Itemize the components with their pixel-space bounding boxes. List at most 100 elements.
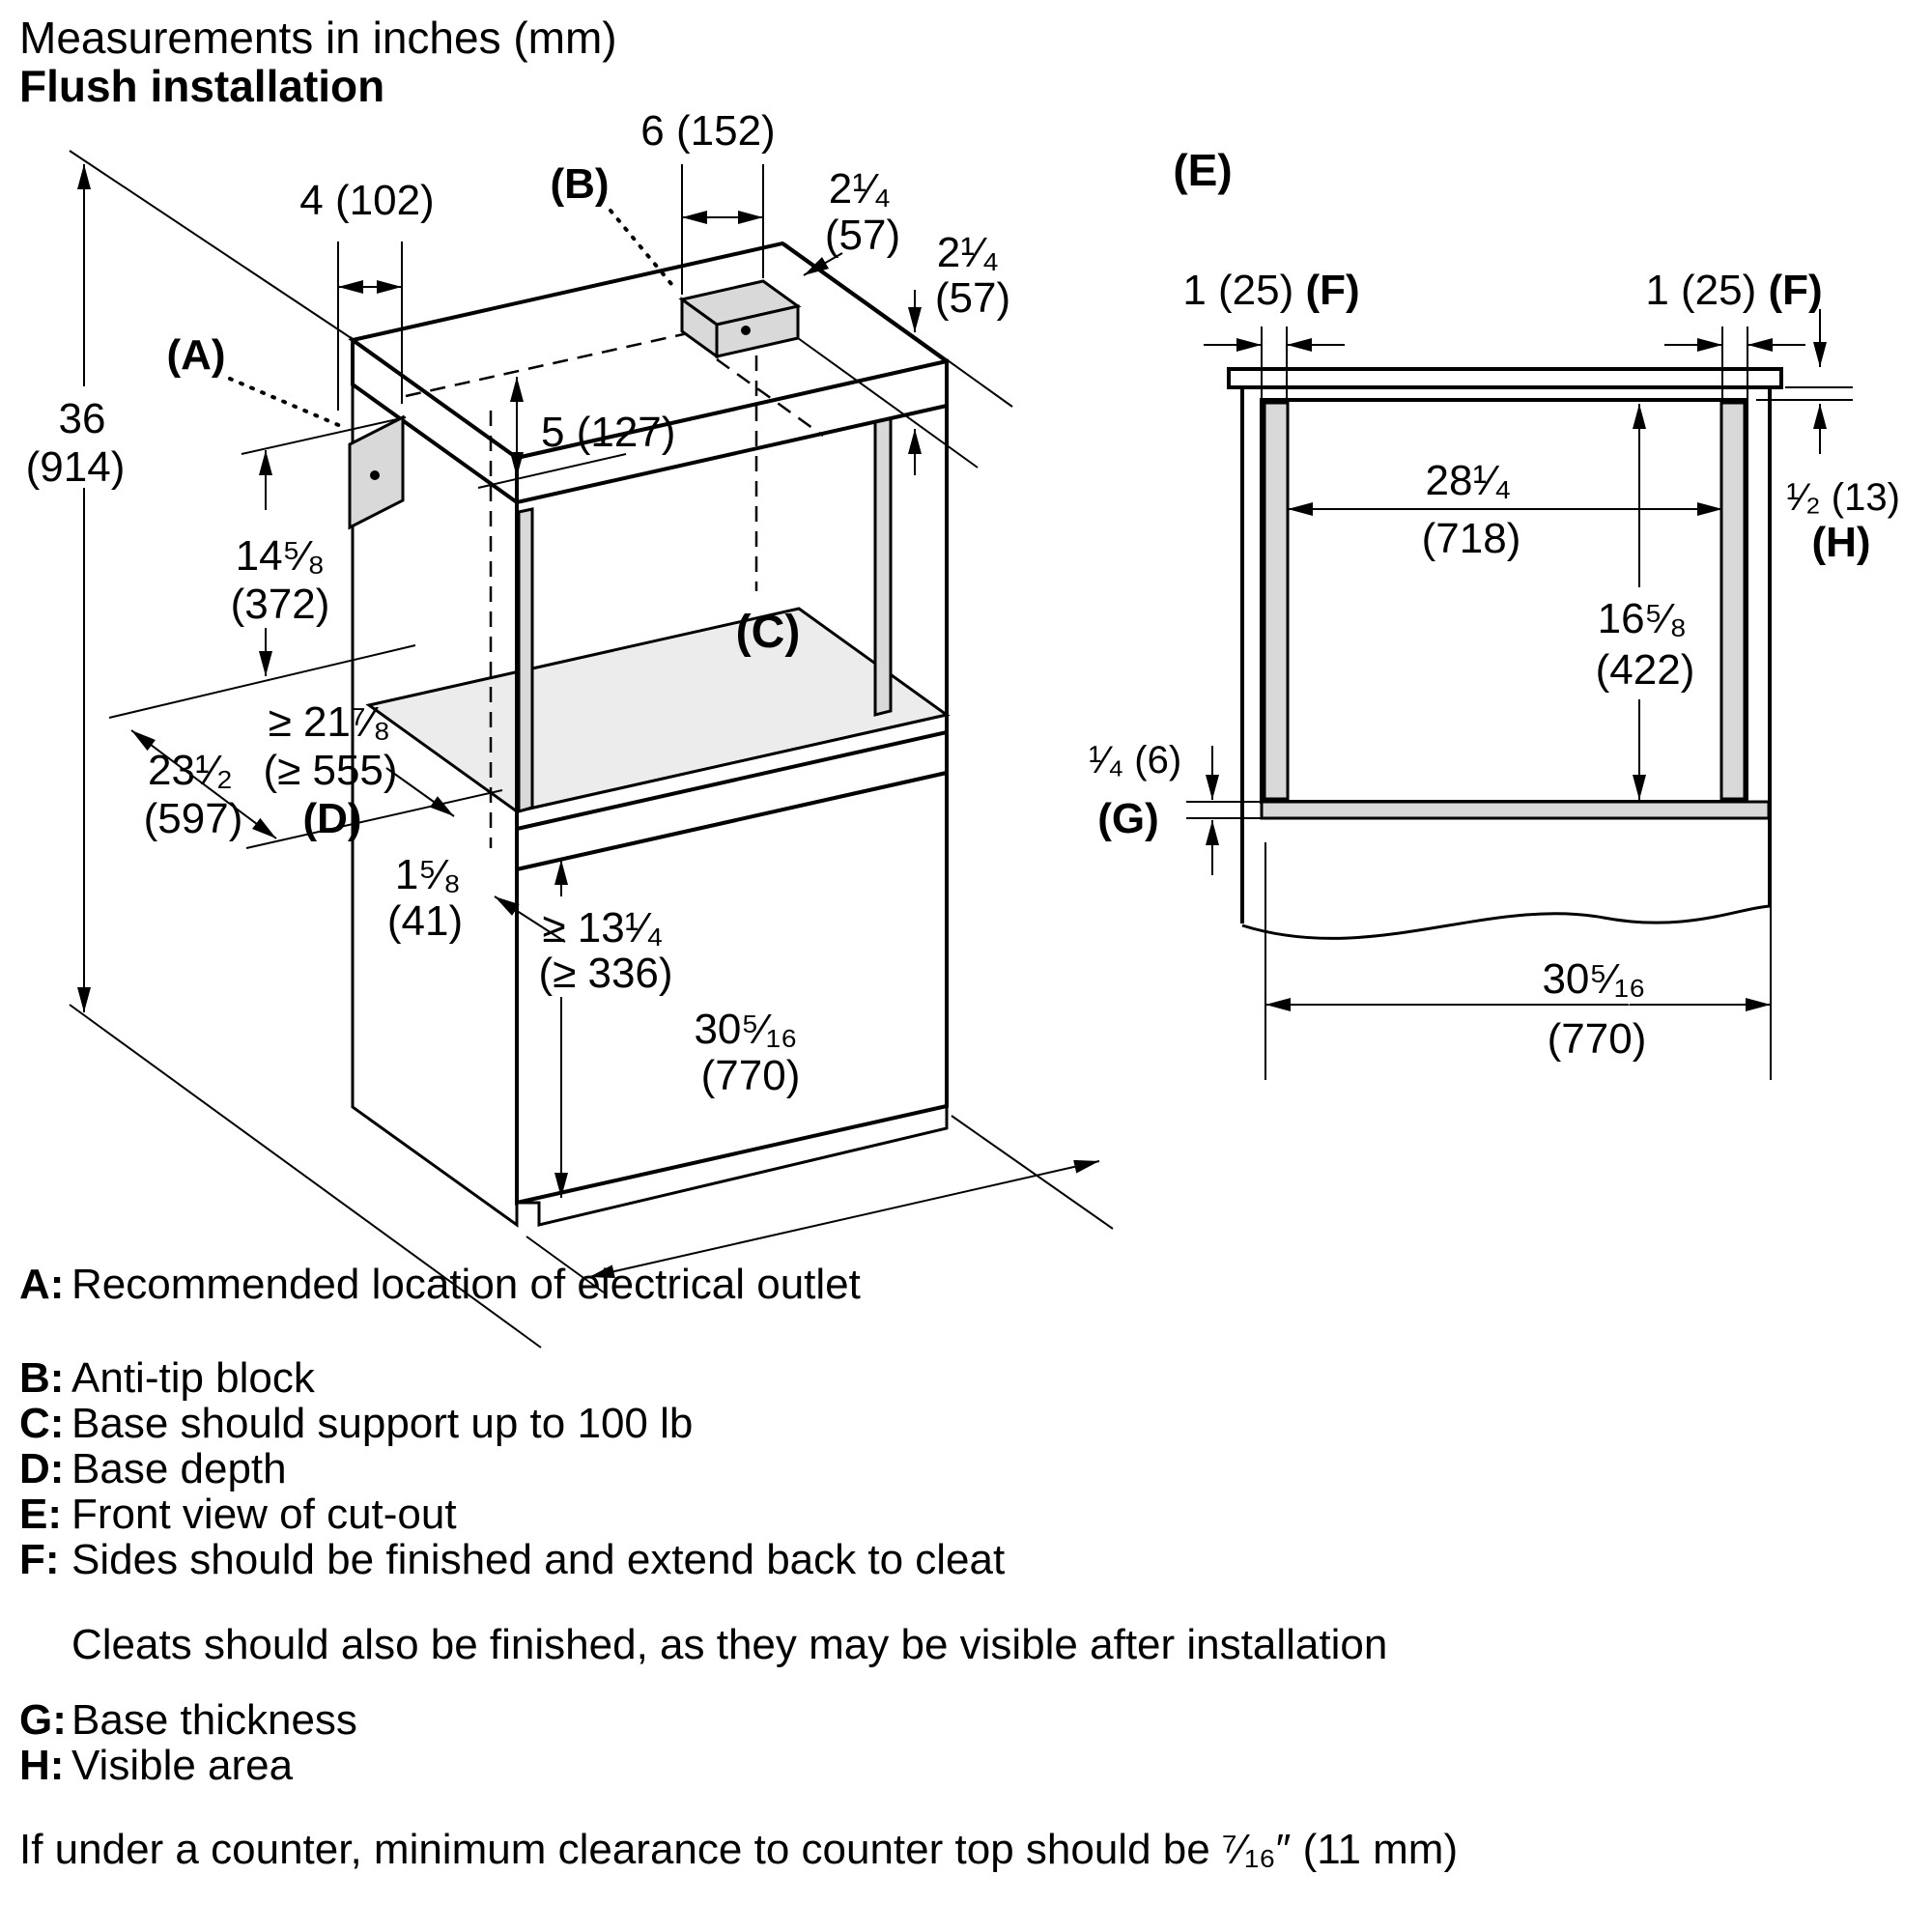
dim-336: (≥ 336) xyxy=(538,950,672,997)
dim-914: (914) xyxy=(26,443,126,491)
dim-2quarter-2: 2¹⁄₄ xyxy=(937,229,999,276)
dim-2quarter-1: 2¹⁄₄ xyxy=(829,165,891,213)
legend-key-f: F: xyxy=(19,1536,60,1583)
label-g: (G) xyxy=(1097,795,1159,842)
label-d: (D) xyxy=(302,795,361,842)
dim-36: 36 xyxy=(59,395,106,442)
label-h: (H) xyxy=(1811,519,1870,566)
legend-key-h: H: xyxy=(19,1742,65,1789)
page-title: Measurements in inches (mm) xyxy=(19,13,617,63)
counter-slab-front xyxy=(515,358,949,505)
dim-41: (41) xyxy=(387,897,463,945)
legend-row-f: F:Sides should be finished and extend ba… xyxy=(19,1536,1005,1584)
legend-key-c: C: xyxy=(19,1400,65,1447)
dim-4-102: 4 (102) xyxy=(299,177,434,224)
dim-quarter-6: ¹⁄₄ (6) xyxy=(1089,739,1181,781)
dim-14: 14⁵⁄₈ xyxy=(236,532,326,580)
legend-value-g: Base thickness xyxy=(71,1696,357,1744)
ext-line-back xyxy=(108,644,416,719)
dim-597: (597) xyxy=(144,795,243,842)
dim-372: (372) xyxy=(231,581,330,628)
legend-value-d: Base depth xyxy=(71,1445,287,1492)
rail-pointer-upper xyxy=(385,767,455,817)
dim-30: 30⁵⁄₁₆ xyxy=(694,1006,797,1053)
legend-key-b: B: xyxy=(19,1354,65,1402)
cavity-right-wall xyxy=(889,404,949,719)
hidden-block-depth-line xyxy=(716,357,824,438)
page-subtitle: Flush installation xyxy=(19,61,385,111)
legend-row-e: E:Front view of cut-out xyxy=(19,1491,457,1539)
dim-5-127: 5 (127) xyxy=(541,409,675,456)
left-cleat xyxy=(1263,401,1290,801)
leader-57-1 xyxy=(803,252,843,276)
cutout-opening xyxy=(1260,398,1748,804)
isometric-view: 36 (914) 4 (102) (A) (B) 6 (152) 2¹⁄₄ (5… xyxy=(26,107,1114,1349)
legend-row-h: H:Visible area xyxy=(19,1742,293,1790)
ext-line xyxy=(526,1236,605,1293)
outlet-dot xyxy=(370,470,380,480)
countertop-board xyxy=(1227,367,1783,389)
dim-57-1: (57) xyxy=(825,212,900,259)
dim-21: ≥ 21⁷⁄₈ xyxy=(269,698,391,746)
legend-note-cleats: Cleats should also be finished, as they … xyxy=(71,1621,1388,1668)
anti-tip-block xyxy=(678,279,802,359)
dim-770f: (770) xyxy=(1548,1015,1647,1063)
legend-key-g: G: xyxy=(19,1696,67,1744)
legend-value-b: Anti-tip block xyxy=(71,1354,315,1402)
break-line xyxy=(1241,904,1771,940)
legend-key-e: E: xyxy=(19,1491,62,1538)
legend-row-b: B:Anti-tip block xyxy=(19,1354,315,1403)
ext-line xyxy=(477,453,627,489)
ext-line xyxy=(951,1115,1114,1230)
rail-pointer-lower xyxy=(494,895,566,943)
dim-28: 28¹⁄₄ xyxy=(1426,457,1512,504)
dim-line-23 xyxy=(130,729,277,839)
legend-value-e: Front view of cut-out xyxy=(71,1491,457,1538)
dim-770: (770) xyxy=(701,1052,801,1099)
dim-6-152: 6 (152) xyxy=(640,107,775,155)
legend-value-c: Base should support up to 100 lb xyxy=(71,1400,694,1447)
legend-key-a: A: xyxy=(19,1261,65,1308)
dim-718: (718) xyxy=(1422,515,1521,562)
cavity-left-cleat xyxy=(517,507,534,813)
electrical-outlet xyxy=(348,414,405,530)
dim-f-left: 1 (25) (F) xyxy=(1182,267,1359,314)
label-c: (C) xyxy=(736,607,801,658)
dim-13: ≥ 13¹⁄₄ xyxy=(542,904,663,952)
legend-key-d: D: xyxy=(19,1445,65,1492)
label-b: (B) xyxy=(550,160,609,208)
legend-row-a: A:Recommended location of electrical out… xyxy=(19,1261,861,1309)
ext-line-block-edge xyxy=(797,337,979,469)
legend-row-d: D:Base depth xyxy=(19,1445,287,1493)
top-reference-line xyxy=(69,150,354,340)
dim-422: (422) xyxy=(1596,646,1695,694)
note-counter-clearance: If under a counter, minimum clearance to… xyxy=(19,1826,1459,1873)
dim-half-13: ¹⁄₂ (13) xyxy=(1786,476,1900,519)
legend-row-g: G:Base thickness xyxy=(19,1696,357,1745)
legend-value-h: Visible area xyxy=(71,1742,294,1789)
label-e: (E) xyxy=(1173,145,1232,195)
label-a: (A) xyxy=(166,331,225,379)
dim-158: 1⁵⁄₈ xyxy=(395,851,461,898)
hidden-back-line xyxy=(405,331,689,398)
right-cleat xyxy=(1719,401,1747,801)
front-view: (E) 1 (25) (F) 1 (25) (F) xyxy=(1089,145,1900,1080)
dim-line-30 xyxy=(588,1159,1100,1279)
dim-23: 23¹⁄₂ xyxy=(148,747,233,794)
dim-f-right: 1 (25) (F) xyxy=(1645,267,1822,314)
base-board xyxy=(1260,800,1771,820)
leader-a xyxy=(228,377,345,429)
cavity-right-cleat xyxy=(873,412,893,717)
dim-57-2: (57) xyxy=(935,274,1010,322)
dim-30f: 30⁵⁄₁₆ xyxy=(1542,955,1645,1003)
legend-value-f: Sides should be finished and extend back… xyxy=(71,1536,1006,1583)
block-screw-dot xyxy=(741,326,751,335)
dim-555: (≥ 555) xyxy=(263,747,397,794)
floor-reference-line xyxy=(69,1004,542,1349)
outlet-level-line xyxy=(241,416,407,455)
legend-value-a: Recommended location of electrical outle… xyxy=(71,1261,861,1308)
toe-kick xyxy=(517,1106,949,1227)
dim-16: 16⁵⁄₈ xyxy=(1598,595,1688,642)
